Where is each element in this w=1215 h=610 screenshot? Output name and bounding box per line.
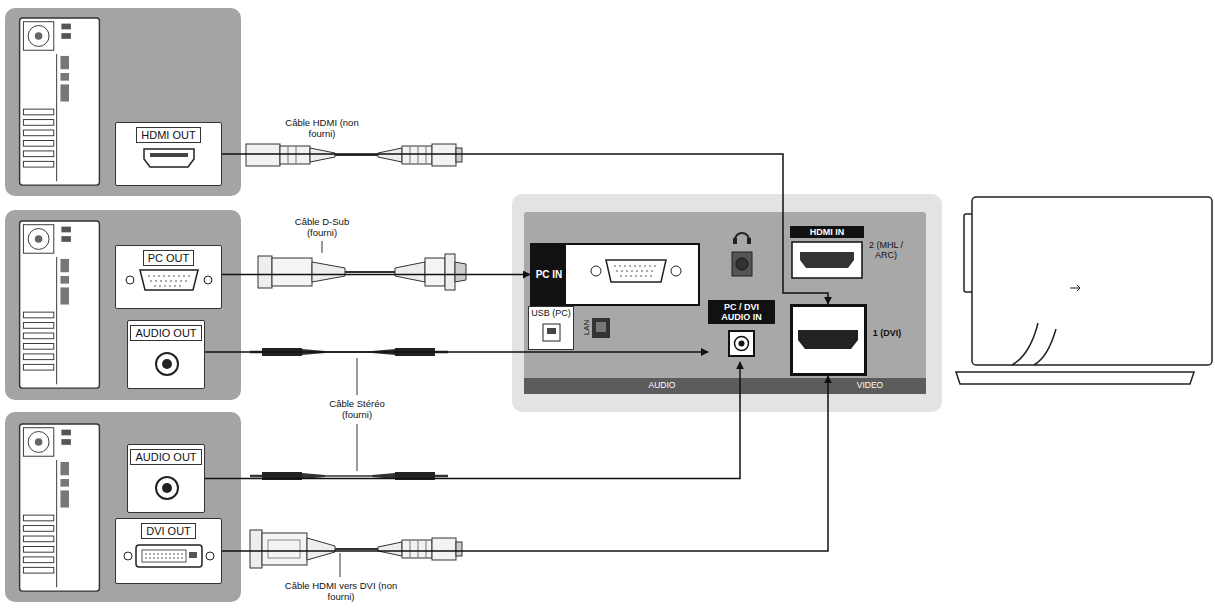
output-port-box: DVI OUT [115, 518, 222, 584]
input-port-box: HDMI IN2 (MHL / ARC) [790, 226, 905, 282]
input-port-box: 1 (DVI) [790, 304, 905, 376]
tv-side-view-part [956, 372, 1194, 384]
tv-side-view-part [1012, 323, 1038, 365]
panel-label: AUDIO [640, 380, 684, 391]
tv-back-panel-part [512, 194, 942, 412]
cable-connector [205, 351, 708, 353]
leader-lines-part [357, 424, 358, 471]
tv-side-view [956, 197, 1212, 384]
dsub-cable-part [312, 262, 345, 282]
pc-panels [5, 8, 241, 602]
dsub-cable-part [455, 262, 466, 282]
cable-connector [222, 274, 530, 276]
hdmi-cable [246, 144, 462, 166]
hdmi-cable-part [288, 146, 289, 164]
hdmi-cable-part [296, 146, 297, 164]
leader-lines-part [340, 553, 341, 577]
port-label: HDMI OUT [136, 127, 200, 143]
port-label: HDMI IN [790, 226, 864, 238]
cable-label: Câble Stéréo (fourni) [315, 398, 399, 420]
pc-panels-part [20, 424, 100, 591]
pc-panels-part [5, 8, 241, 196]
dsub-cable-part [445, 254, 455, 290]
leader-lines-part [322, 241, 323, 253]
stereo-cables [250, 348, 448, 480]
port-label: AUDIO OUT [130, 325, 201, 341]
hdmi-cable-part [310, 148, 335, 162]
output-port-box: AUDIO OUT [127, 320, 205, 389]
cable-connector [222, 154, 828, 304]
hdmi-cable-part [246, 144, 280, 166]
port-label: PC OUT [143, 250, 195, 266]
tv-back-panel-part [596, 322, 606, 332]
cable-label: Câble D-Sub (fourni) [280, 216, 364, 238]
pc-panels-part [5, 210, 241, 400]
cable-label: Câble HDMI vers DVI (non fourni) [282, 580, 400, 602]
port-label: DVI OUT [141, 523, 196, 539]
tv-back-panel-part [735, 233, 749, 240]
panel-label: VIDEO [848, 380, 892, 391]
tv-back-panel-part [733, 238, 737, 244]
port-icon [790, 304, 905, 376]
dsub-cable [258, 254, 466, 290]
tv-back-panel [512, 194, 942, 412]
dsub-cable-part [258, 256, 272, 288]
tv-side-view-part [1034, 329, 1056, 365]
tv-side-view-part [1070, 285, 1080, 291]
pc-panels-part [20, 18, 100, 185]
output-port-box: HDMI OUT [115, 122, 222, 186]
port-label: PC / DVI AUDIO IN [708, 300, 775, 324]
hdmi-cable-part [378, 144, 462, 166]
dsub-cable-part [272, 258, 312, 286]
port-number: 2 (MHL / ARC) [867, 240, 905, 260]
hdmi-dvi-cable-part [335, 548, 378, 550]
tv-back-panel-part [524, 378, 926, 394]
port-label: 1 (DVI) [869, 328, 905, 339]
hdmi-cable-part [280, 146, 310, 164]
tv-back-panel-part [732, 252, 752, 276]
cable-label: Câble HDMI (non fourni) [280, 117, 364, 139]
output-port-box: PC OUT [115, 245, 222, 309]
dsub-cable-part [395, 262, 425, 282]
tv-side-view-part [972, 197, 1212, 365]
pc-panels-part [20, 221, 100, 388]
input-port-box: PC IN [530, 243, 700, 306]
tv-back-panel-part [592, 318, 610, 338]
port-label: USB (PC) [529, 308, 573, 319]
input-port-box: USB (PC) [528, 306, 574, 350]
input-port-box: PC / DVI AUDIO IN [708, 300, 775, 362]
hdmi-dvi-cable-part [307, 538, 335, 560]
leader-lines-part [357, 358, 358, 395]
panel-label: LAN [581, 316, 592, 340]
cable-connector [222, 376, 828, 551]
hdmi-dvi-cable-part [268, 540, 300, 558]
tv-back-panel-part [747, 238, 751, 244]
port-label: PC IN [532, 245, 566, 304]
dsub-cable-part [345, 271, 395, 273]
tv-back-panel-part [524, 212, 926, 394]
hdmi-dvi-cable-part [250, 530, 262, 568]
hdmi-dvi-cable [250, 530, 462, 568]
pc-panels-part [5, 412, 241, 602]
hdmi-dvi-cable-part [378, 538, 462, 560]
output-port-box: AUDIO OUT [127, 444, 205, 513]
tv-back-panel-part [736, 258, 748, 270]
hdmi-dvi-cable-part [262, 533, 307, 565]
dsub-cable-part [425, 258, 445, 286]
port-label: AUDIO OUT [130, 449, 201, 465]
cable-connector [205, 362, 740, 479]
